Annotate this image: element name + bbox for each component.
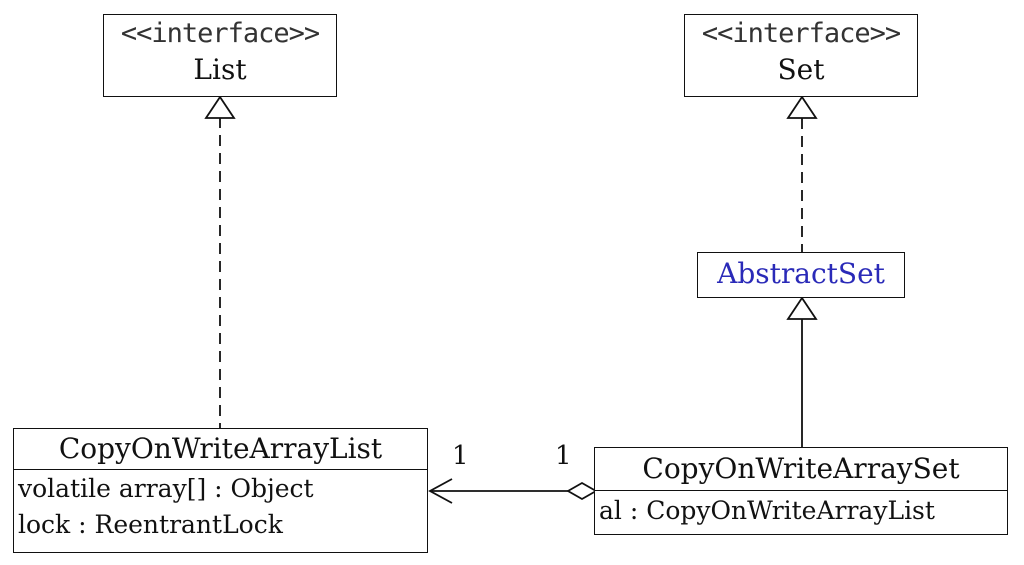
list-stereotype: <<interface>>	[120, 18, 320, 49]
abstract-set-box[interactable]: AbstractSet	[697, 252, 905, 298]
abstract-set-name: AbstractSet	[717, 257, 885, 290]
association-open-arrowhead	[428, 478, 453, 504]
list-realization-arrowhead	[204, 95, 236, 119]
source-multiplicity: 1	[452, 441, 469, 471]
set-interface-box[interactable]: <<interface>> Set	[684, 14, 918, 97]
cow-set-box[interactable]: CopyOnWriteArraySet al : CopyOnWriteArra…	[594, 447, 1008, 535]
list-interface-box[interactable]: <<interface>> List	[103, 14, 337, 97]
set-stereotype: <<interface>>	[701, 18, 901, 49]
set-class-name: Set	[777, 53, 825, 86]
cow-list-name: CopyOnWriteArrayList	[58, 432, 383, 465]
cow-set-attribute-al: al : CopyOnWriteArrayList	[599, 496, 935, 525]
cow-list-attributes: volatile array[] : Object lock : Reentra…	[14, 469, 427, 543]
target-multiplicity: 1	[555, 441, 572, 471]
cow-set-attributes: al : CopyOnWriteArrayList	[595, 490, 1007, 531]
list-class-name: List	[193, 53, 247, 86]
cow-set-name: CopyOnWriteArraySet	[642, 452, 960, 485]
cow-list-box[interactable]: CopyOnWriteArrayList volatile array[] : …	[13, 428, 428, 553]
cow-list-attribute-lock: lock : ReentrantLock	[18, 510, 283, 539]
set-realization-arrowhead	[786, 95, 818, 119]
cow-list-attribute-array: volatile array[] : Object	[18, 474, 314, 503]
generalization-arrowhead	[786, 296, 818, 320]
aggregation-diamond	[566, 481, 598, 501]
